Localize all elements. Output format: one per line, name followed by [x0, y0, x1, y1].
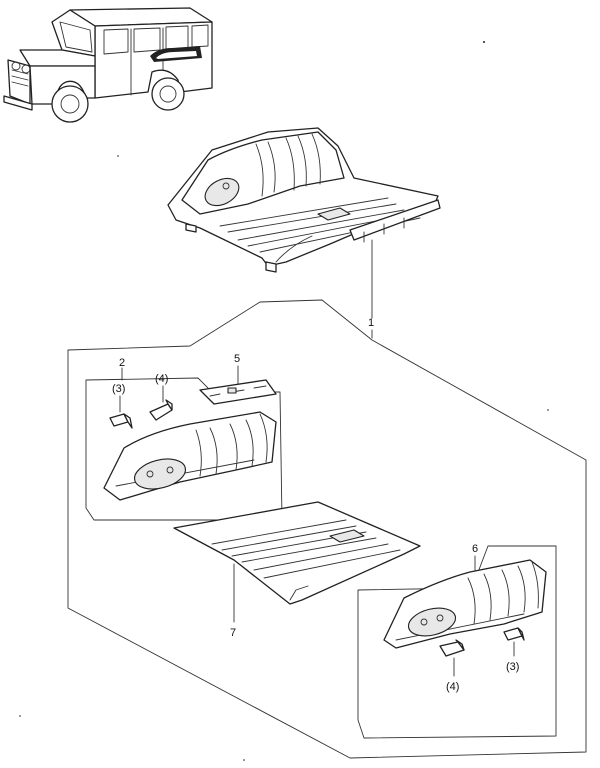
assembly-boundary	[67, 299, 587, 759]
callout-part-7: 7	[230, 627, 236, 639]
floor-panel-7	[173, 501, 421, 605]
group-2-boundary	[85, 377, 283, 521]
callout-part-6: 6	[472, 543, 478, 555]
crossmember-plate-5	[199, 379, 277, 405]
callout-part-3-right: (3)	[506, 661, 519, 673]
callout-part-2: 2	[119, 357, 125, 369]
side-panel-left	[103, 411, 277, 501]
callout-part-4-left: (4)	[155, 373, 168, 385]
bracket-3-right	[503, 627, 525, 641]
callout-part-4-right: (4)	[446, 681, 459, 693]
callout-part-3-left: (3)	[112, 383, 125, 395]
callout-part-1: 1	[368, 317, 374, 329]
bracket-3-left	[109, 413, 133, 429]
callout-part-5: 5	[234, 353, 240, 365]
bracket-4-right	[439, 639, 465, 657]
vehicle-thumbnail	[3, 7, 213, 123]
bracket-4-left	[149, 399, 173, 421]
side-panel-right	[383, 559, 547, 649]
floor-assembly-complete	[167, 127, 441, 273]
